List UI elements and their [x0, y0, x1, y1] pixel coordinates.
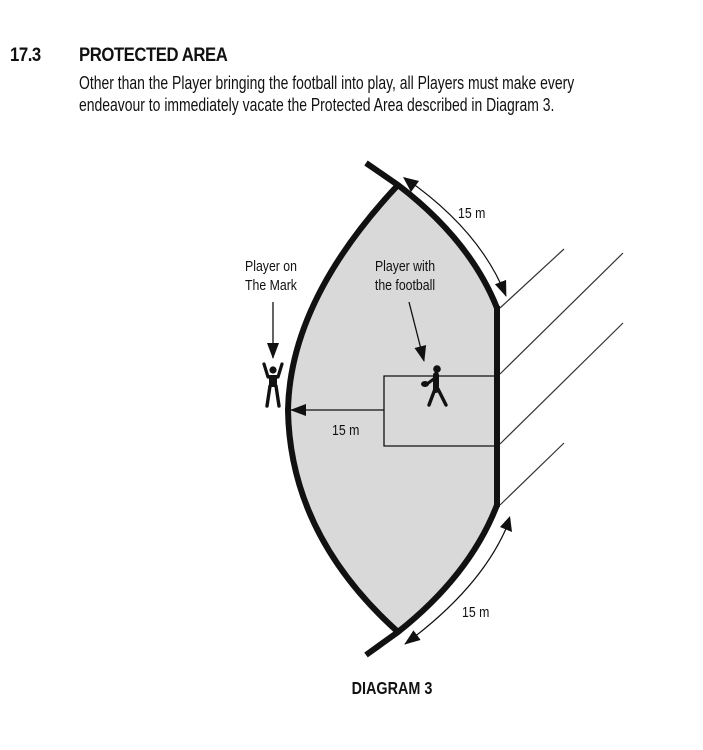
player-with-ball-label-line1: Player with: [375, 258, 435, 274]
bottom-distance-arrow: [404, 518, 511, 645]
mark-rectangle: [383, 375, 497, 447]
middle-distance-label: 15 m: [332, 422, 359, 438]
hatch-line: [499, 252, 624, 375]
protected-area-shape: [288, 185, 497, 632]
left-boundary-arc: [284, 182, 401, 635]
hatch-line: [499, 442, 565, 506]
player-on-mark-icon: [262, 362, 284, 408]
player-with-ball-label-line2: the football: [375, 277, 435, 293]
hatch-line: [499, 322, 624, 445]
section-number: 17.3: [10, 45, 41, 66]
diagram-caption: DIAGRAM 3: [352, 679, 433, 699]
player-on-mark-label-line1: Player on: [245, 258, 297, 274]
body-line: endeavour to immediately vacate the Prot…: [79, 95, 555, 115]
section-body: Other than the Player bringing the footb…: [79, 72, 622, 116]
hatch-line: [499, 248, 565, 309]
section-title: PROTECTED AREA: [79, 45, 228, 66]
player-with-ball-icon: [421, 365, 448, 407]
top-distance-arrow: [404, 177, 507, 297]
bottom-distance-arrowhead-start: [500, 516, 512, 532]
player-with-ball-pointer: [408, 301, 427, 362]
bottom-distance-label: 15 m: [462, 604, 489, 620]
bottom-boundary-arc: [364, 503, 500, 658]
player-on-mark-label-line2: The Mark: [245, 277, 297, 293]
top-distance-arrowhead-start: [403, 177, 419, 192]
top-boundary-arc: [364, 160, 500, 310]
body-line: Other than the Player bringing the footb…: [79, 73, 575, 93]
top-distance-label: 15 m: [458, 205, 485, 221]
